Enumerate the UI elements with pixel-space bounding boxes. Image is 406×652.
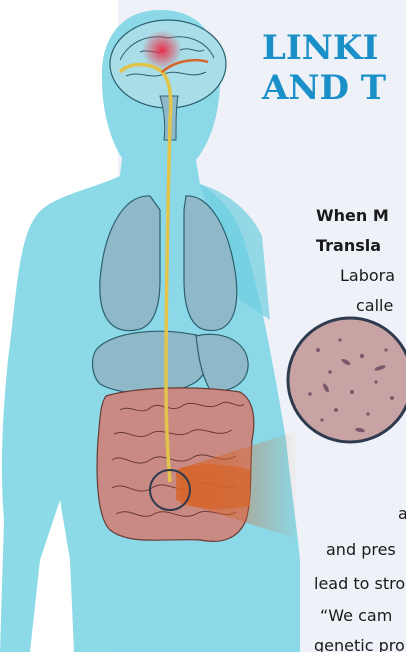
body-line-9: genetic pro: [314, 636, 405, 652]
body-line-2: Transla: [316, 236, 381, 256]
article-title-line2: AND T: [262, 68, 406, 108]
body-line-8: “We cam: [320, 606, 392, 626]
body-line-7: lead to stro: [314, 574, 405, 594]
microbe-circle: [288, 318, 406, 442]
body-line-6: and pres: [326, 540, 396, 560]
body-line-1: When M: [316, 206, 389, 226]
body-line-5: a: [398, 504, 406, 524]
body-line-3: Labora: [340, 266, 395, 286]
liver: [93, 331, 211, 393]
body-line-4: calle: [356, 296, 393, 316]
article-title-line1: LINKI: [262, 28, 406, 68]
